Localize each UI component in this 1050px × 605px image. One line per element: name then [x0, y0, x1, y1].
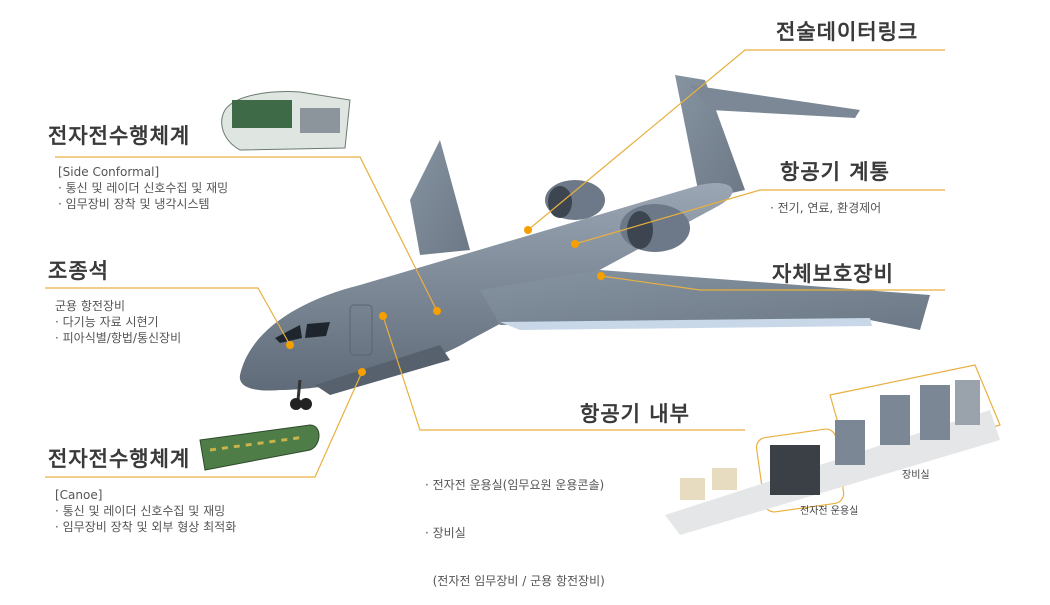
label-ew-canoe: 전자전수행체계: [48, 447, 191, 471]
detail-line: · 임무장비 장착 및 냉각시스템: [58, 197, 210, 211]
label-ew-side-conformal: 전자전수행체계: [48, 124, 191, 148]
ew-side-details: [Side Conformal] · 통신 및 레이더 신호수집 및 재밍 · …: [58, 164, 228, 212]
detail-line: · 전자전 운용실(임무요원 운용콘솔): [425, 478, 605, 492]
cockpit-details: 군용 항전장비 · 다기능 자료 시현기 · 피아식별/항법/통신장비: [55, 298, 181, 346]
label-cockpit: 조종석: [48, 259, 109, 283]
canoe-cutaway: [199, 424, 320, 471]
callout-dots: [286, 226, 605, 376]
label-self-protection: 자체보호장비: [772, 262, 894, 286]
detail-line: 군용 항전장비: [55, 299, 126, 313]
detail-line: · 통신 및 레이더 신호수집 및 재밍: [58, 181, 229, 195]
detail-line: [Side Conformal]: [58, 165, 160, 179]
aircraft-diagram: [45, 49, 1001, 535]
detail-line: · 피아식별/항법/통신장비: [55, 331, 182, 345]
detail-line: · 임무장비 장착 및 외부 형상 최적화: [55, 520, 237, 534]
label-equipment-room: 장비실: [902, 470, 930, 481]
detail-line: [Canoe]: [55, 488, 103, 502]
ew-canoe-details: [Canoe] · 통신 및 레이더 신호수집 및 재밍 · 임무장비 장착 및…: [55, 487, 236, 535]
systems-details: · 전기, 연료, 환경제어: [770, 201, 882, 215]
label-tactical-datalink: 전술데이터링크: [776, 20, 919, 44]
detail-line: (전자전 임무장비 / 군용 항전장비): [425, 574, 605, 588]
interior-cutaway: [665, 380, 1000, 535]
label-aircraft-systems: 항공기 계통: [780, 160, 890, 184]
label-ew-ops-room: 전자전 운용실: [800, 506, 859, 517]
aircraft-illustration: [239, 75, 930, 410]
leader-lines: [45, 49, 1001, 513]
interior-details: · 전자전 운용실(임무요원 운용콘솔) · 장비실 (전자전 임무장비 / 군…: [425, 445, 605, 605]
side-conformal-cutaway: [221, 91, 351, 151]
detail-line: · 통신 및 레이더 신호수집 및 재밍: [55, 504, 226, 518]
detail-line: · 장비실: [425, 526, 466, 540]
detail-line: · 다기능 자료 시현기: [55, 315, 159, 329]
label-aircraft-interior: 항공기 내부: [580, 402, 690, 426]
